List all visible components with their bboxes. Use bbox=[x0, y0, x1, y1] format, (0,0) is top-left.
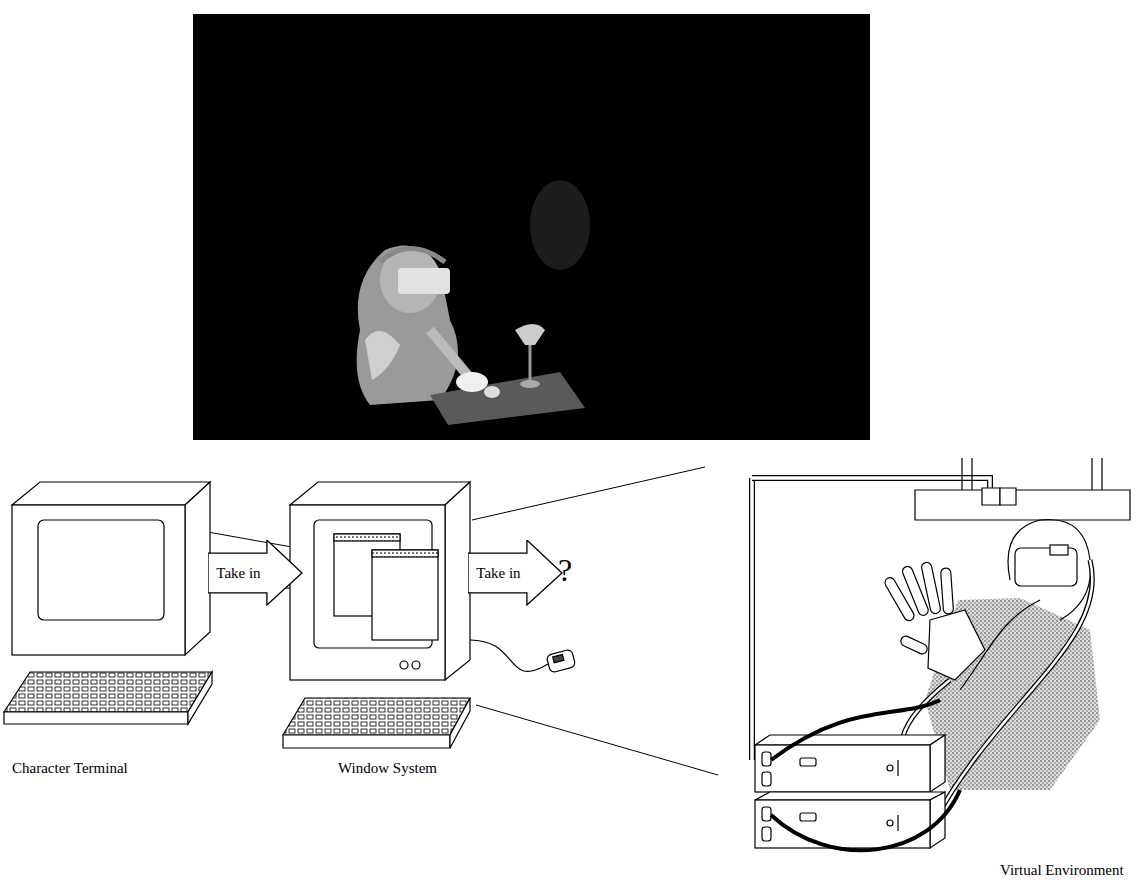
photo-part bbox=[380, 249, 445, 263]
window-system-drawing-part bbox=[412, 661, 420, 669]
window-system-drawing-part bbox=[283, 735, 450, 748]
virtual-environment-drawing-part bbox=[800, 758, 816, 766]
block-arrow-outline bbox=[468, 540, 562, 605]
virtual-environment-drawing-part bbox=[771, 790, 960, 850]
virtual-environment-drawing-part bbox=[1101, 458, 1102, 490]
virtual-environment-drawing-part bbox=[755, 792, 945, 800]
virtual-environment-drawing-part bbox=[897, 815, 898, 831]
virtual-environment-drawing-part bbox=[915, 490, 1130, 520]
virtual-environment-drawing-part bbox=[935, 560, 1092, 820]
block-arrow: Take in bbox=[208, 540, 303, 606]
window-system-drawing-part bbox=[283, 698, 470, 735]
block-arrow-outline bbox=[208, 540, 302, 605]
window-system-drawing-part bbox=[450, 698, 470, 748]
virtual-environment-drawing-part bbox=[971, 458, 972, 490]
photo bbox=[193, 14, 870, 440]
photo-part bbox=[193, 14, 870, 440]
terminal-drawing-part bbox=[185, 482, 210, 655]
terminal-drawing-part bbox=[12, 482, 210, 505]
terminal-drawing-part bbox=[188, 672, 212, 724]
virtual-environment-drawing-part bbox=[750, 478, 754, 760]
window-system-drawing-part bbox=[445, 482, 470, 680]
arrow-label: Take in bbox=[476, 565, 520, 582]
virtual-environment-drawing-part bbox=[961, 458, 962, 490]
photo-part bbox=[365, 331, 400, 380]
virtual-environment-drawing-part bbox=[897, 760, 898, 776]
virtual-environment-drawing-part bbox=[762, 827, 771, 841]
window-system-drawing-part bbox=[372, 550, 438, 640]
photo-part bbox=[530, 180, 590, 270]
virtual-environment-drawing-part bbox=[1091, 458, 1092, 490]
virtual-environment-drawing-part bbox=[762, 772, 771, 786]
virtual-environment-drawing-part bbox=[899, 635, 929, 656]
question-mark: ? bbox=[558, 552, 572, 589]
virtual-environment-drawing-part bbox=[762, 752, 771, 766]
virtual-environment-drawing-part bbox=[1050, 545, 1068, 555]
photo-part bbox=[430, 330, 470, 378]
virtual-environment-drawing-part bbox=[935, 560, 1092, 820]
window-system-drawing-part bbox=[546, 649, 576, 673]
virtual-environment-drawing-part bbox=[887, 765, 893, 771]
photo-part bbox=[398, 268, 450, 294]
arrow-label: Take in bbox=[216, 565, 260, 582]
virtual-environment-drawing bbox=[752, 458, 1130, 850]
window-system-drawing-part bbox=[290, 482, 470, 505]
leader-lines-part bbox=[472, 467, 705, 520]
photo-part bbox=[357, 246, 458, 406]
window-system-drawing bbox=[283, 482, 576, 748]
figure-caption: Window System bbox=[338, 760, 437, 777]
window-system-drawing-part bbox=[470, 640, 548, 671]
photo-part bbox=[456, 372, 488, 392]
window-system-drawing-part bbox=[553, 654, 564, 662]
block-arrow: Take in bbox=[468, 540, 563, 606]
window-system-drawing-part bbox=[334, 534, 400, 541]
figure-caption: Character Terminal bbox=[12, 760, 128, 777]
photo-part bbox=[515, 324, 545, 345]
virtual-environment-drawing-part bbox=[771, 700, 940, 760]
photo-part bbox=[484, 386, 500, 398]
window-system-drawing-part bbox=[372, 550, 438, 557]
terminal-drawing-part bbox=[12, 505, 185, 655]
virtual-environment-drawing-part bbox=[928, 610, 985, 680]
photo-part bbox=[430, 372, 585, 425]
photo-part bbox=[529, 345, 532, 380]
virtual-environment-drawing-part bbox=[940, 568, 953, 615]
virtual-environment-drawing-part bbox=[982, 488, 1000, 505]
virtual-environment-drawing-part bbox=[930, 735, 945, 792]
virtual-environment-drawing-part bbox=[1000, 488, 1016, 505]
virtual-environment-drawing-part bbox=[762, 807, 771, 821]
terminal-drawing bbox=[4, 482, 212, 724]
terminal-drawing-part bbox=[4, 672, 212, 712]
virtual-environment-drawing-part bbox=[800, 813, 816, 821]
virtual-environment-drawing-part bbox=[925, 598, 1100, 790]
window-system-drawing-part bbox=[400, 661, 408, 669]
virtual-environment-drawing-part bbox=[921, 562, 942, 615]
terminal-drawing-part bbox=[38, 520, 164, 620]
virtual-environment-drawing-part bbox=[749, 478, 755, 760]
virtual-environment-drawing-part bbox=[1008, 520, 1091, 621]
virtual-environment-drawing-part bbox=[755, 735, 945, 745]
terminal-drawing-part bbox=[4, 712, 188, 724]
photo-part bbox=[520, 380, 540, 388]
window-system-drawing-part bbox=[290, 505, 445, 680]
virtual-environment-drawing-part bbox=[887, 820, 893, 826]
leader-lines-part bbox=[476, 705, 718, 775]
figure-caption: Virtual Environment bbox=[1000, 862, 1124, 879]
